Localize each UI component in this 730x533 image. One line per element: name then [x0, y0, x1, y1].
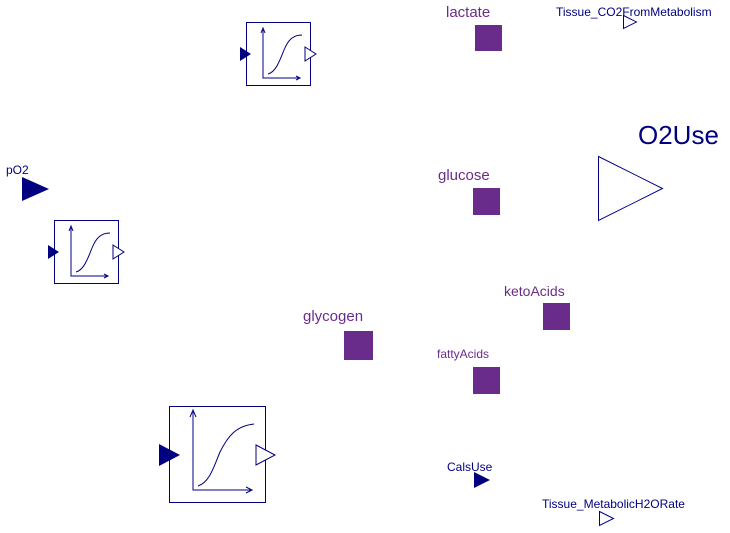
fatty-acids-port[interactable]	[473, 367, 500, 394]
glycogen-label: glycogen	[303, 308, 364, 325]
curve-block-middle[interactable]	[48, 220, 125, 284]
lactate-label: lactate	[446, 4, 491, 21]
glycogen-port[interactable]	[344, 331, 373, 360]
curve-block-bottom-input-icon[interactable]	[159, 444, 180, 466]
keto-acids-port[interactable]	[543, 303, 570, 330]
tissue-h2o-output-icon[interactable]	[599, 510, 615, 527]
po2-input-icon[interactable]	[22, 177, 49, 201]
curve-block-top-output-icon[interactable]	[304, 46, 317, 62]
glucose-label: glucose	[438, 167, 490, 184]
tissue-h2o-label: Tissue_MetabolicH2ORate	[542, 497, 685, 511]
curve-block-bottom-output-icon[interactable]	[255, 444, 277, 466]
curve-block-bottom[interactable]	[159, 406, 277, 503]
keto-acids-label: ketoAcids	[504, 283, 565, 299]
o2use-output-icon[interactable]	[598, 155, 664, 222]
tissue-co2-label: Tissue_CO2FromMetabolism	[556, 5, 712, 19]
tissue-co2-output-icon[interactable]	[623, 14, 638, 30]
fatty-acids-label: fattyAcids	[437, 347, 490, 361]
po2-label: pO2	[6, 163, 29, 177]
lactate-port[interactable]	[475, 25, 502, 51]
curve-block-top[interactable]	[240, 22, 317, 86]
cals-use-label: CalsUse	[447, 460, 493, 474]
curve-block-top-input-icon[interactable]	[240, 47, 251, 61]
cals-use-input-icon[interactable]	[474, 472, 490, 488]
o2use-label: O2Use	[638, 120, 719, 150]
glucose-port[interactable]	[473, 188, 500, 215]
curve-block-middle-input-icon[interactable]	[48, 245, 59, 259]
curve-block-middle-output-icon[interactable]	[112, 244, 125, 260]
